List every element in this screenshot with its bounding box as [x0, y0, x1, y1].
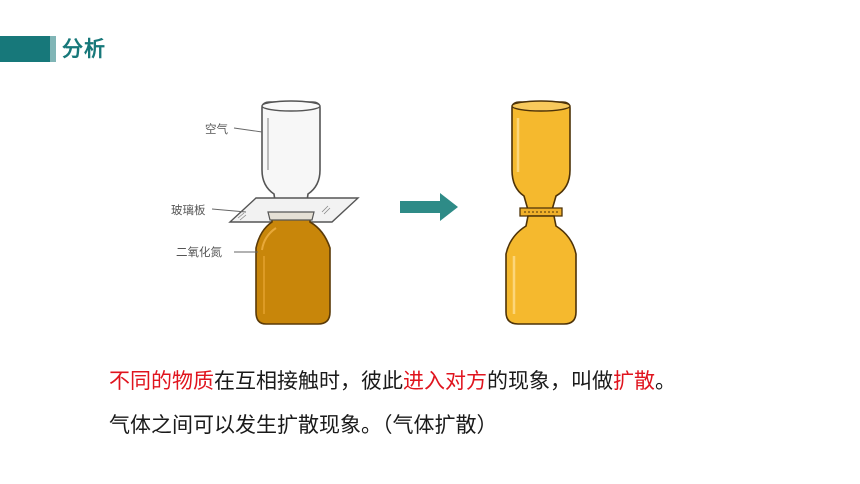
- definition-text-1: 在互相接触时，彼此: [214, 369, 403, 393]
- header-accent-bar-edge: [50, 36, 56, 62]
- air-jar: [261, 100, 321, 211]
- air-label: 空气: [205, 122, 228, 136]
- no2-label: 二氧化氮: [176, 245, 222, 259]
- highlight-diffusion: 扩散: [613, 369, 655, 393]
- air-leader-line: [233, 127, 263, 133]
- header-accent-bar: [0, 36, 50, 62]
- glass-plate-label: 玻璃板: [171, 203, 206, 217]
- definition-line: 不同的物质在互相接触时，彼此进入对方的现象，叫做扩散。: [109, 366, 676, 396]
- page-title: 分析: [62, 37, 106, 61]
- diffusion-illustration: [211, 100, 577, 325]
- no2-jar: [255, 211, 331, 325]
- diffusion-figure: 空气 玻璃板 二氧化氮: [171, 100, 577, 325]
- highlight-different-substances: 不同的物质: [109, 369, 214, 393]
- mixed-jars: [505, 100, 577, 325]
- definition-text-2: 的现象，叫做: [487, 369, 613, 393]
- gas-diffusion-line: 气体之间可以发生扩散现象。（气体扩散）: [109, 413, 498, 437]
- definition-text-3: 。: [655, 369, 676, 393]
- right-arrow-icon: [400, 193, 458, 221]
- highlight-enter-each-other: 进入对方: [403, 369, 487, 393]
- plate-leader-line: [211, 208, 247, 213]
